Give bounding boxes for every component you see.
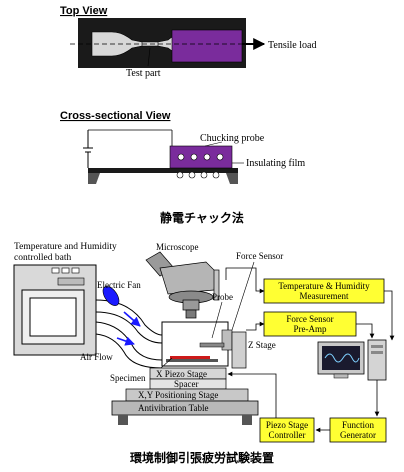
force-sensor-preamp-line1: Force Sensor — [286, 314, 333, 324]
temp-humidity-measurement-box — [263, 278, 385, 304]
z-stage-label: Z Stage — [248, 340, 276, 350]
specimen-holder — [166, 359, 218, 362]
probe-leader — [211, 301, 223, 339]
bath-label-line1: Temperature and Humidity — [14, 242, 117, 252]
specimen-label: Specimen — [110, 373, 146, 383]
temp-humidity-measurement-line2: Measurement — [300, 291, 349, 301]
temp-humidity-measurement-line1: Temperature & Humidity — [278, 281, 370, 291]
cross-section-heading: Cross-sectional View — [60, 110, 171, 122]
spacer-label: Spacer — [174, 379, 199, 389]
electrode-row — [177, 153, 224, 161]
top-view-heading: Top View — [60, 5, 108, 17]
chucking-probe-block — [169, 145, 233, 169]
function-generator-line2: Generator — [340, 430, 376, 440]
chucking-probe-label: Chucking probe — [200, 133, 265, 144]
voltage-source-icon — [83, 130, 93, 168]
film-electrode-row — [176, 171, 220, 179]
insulating-film-label: Insulating film — [246, 158, 305, 169]
top-view-panel: Top View Tensile load Test part — [60, 5, 316, 79]
antivibration-table — [111, 400, 259, 416]
air-flow-label: Air Flow — [80, 352, 113, 362]
air-duct-upper — [95, 299, 163, 336]
link-measurement-to-pc — [384, 290, 395, 341]
bath-panel — [57, 277, 85, 286]
chucking-probe-leader — [204, 141, 223, 147]
microscope-label: Microscope — [156, 242, 199, 252]
chucking-probe-top — [171, 29, 243, 63]
probe-tip — [199, 342, 225, 348]
link-preamp-to-pc — [356, 323, 375, 339]
tensile-load-label: Tensile load — [268, 40, 316, 51]
table-leg-right — [242, 415, 252, 425]
link-bath-to-measurement — [225, 267, 265, 294]
bath-label-line2: controlled bath — [14, 253, 71, 263]
electric-fan-icon — [102, 286, 120, 306]
x-piezo-stage-label: X Piezo Stage — [156, 369, 207, 379]
apparatus-panel: Temperature and Humidity controlled bath… — [13, 242, 395, 443]
z-stage-block — [231, 331, 247, 369]
bath-window-inner — [29, 297, 77, 337]
test-part-leader — [147, 47, 151, 67]
base-plate — [88, 168, 238, 173]
piezo-stage-controller-line2: Controller — [269, 430, 306, 440]
specimen — [170, 356, 210, 359]
antivibration-table-label: Antivibration Table — [138, 403, 208, 413]
electric-fan-label: Electric Fan — [97, 280, 141, 290]
xy-positioning-stage-label: X,Y Positioning Stage — [138, 390, 218, 400]
bath-indicator-2 — [61, 267, 70, 274]
test-part-label: Test part — [126, 68, 161, 79]
chuck-method-caption: 静電チャック法 — [160, 210, 244, 225]
function-generator-line1: Function — [342, 420, 375, 430]
force-sensor-leader — [231, 261, 255, 331]
force-sensor-label: Force Sensor — [236, 251, 283, 261]
microscope-icon — [145, 251, 220, 319]
air-flow-arrow-upper — [123, 311, 141, 327]
probe-label: Probe — [212, 292, 233, 302]
air-duct-lower-b — [95, 333, 163, 369]
link-controller-to-stage — [227, 371, 277, 418]
air-flow-arrow-lower — [116, 336, 135, 346]
table-leg-left — [118, 415, 128, 425]
function-generator-box — [329, 417, 387, 443]
piezo-stage-controller-box — [259, 417, 315, 443]
link-sensor-to-preamp — [246, 321, 265, 331]
bath-indicator-1 — [51, 267, 60, 274]
air-duct-upper-b — [95, 311, 163, 344]
cross-section-panel: Cross-sectional View Chucking probe Insu… — [60, 110, 305, 184]
piezo-stage-controller-line1: Piezo Stage — [266, 420, 308, 430]
base-left-foot — [88, 173, 100, 184]
computer-icon — [317, 339, 387, 381]
force-sensor-preamp-line2: Pre-Amp — [294, 324, 327, 334]
apparatus-caption: 環境制御引張疲労試験装置 — [130, 450, 274, 465]
base-right-foot — [226, 173, 238, 184]
bath-indicator-3 — [71, 267, 80, 274]
